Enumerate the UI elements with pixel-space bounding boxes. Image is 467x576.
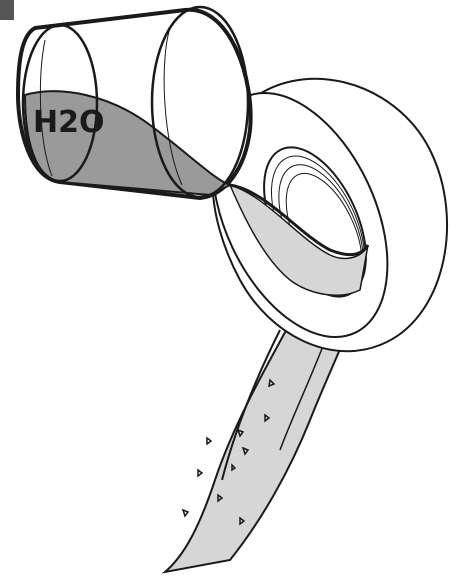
cup-label: H2O [33, 105, 104, 140]
cup: H2O [18, 7, 251, 198]
corner-marker [0, 0, 14, 20]
